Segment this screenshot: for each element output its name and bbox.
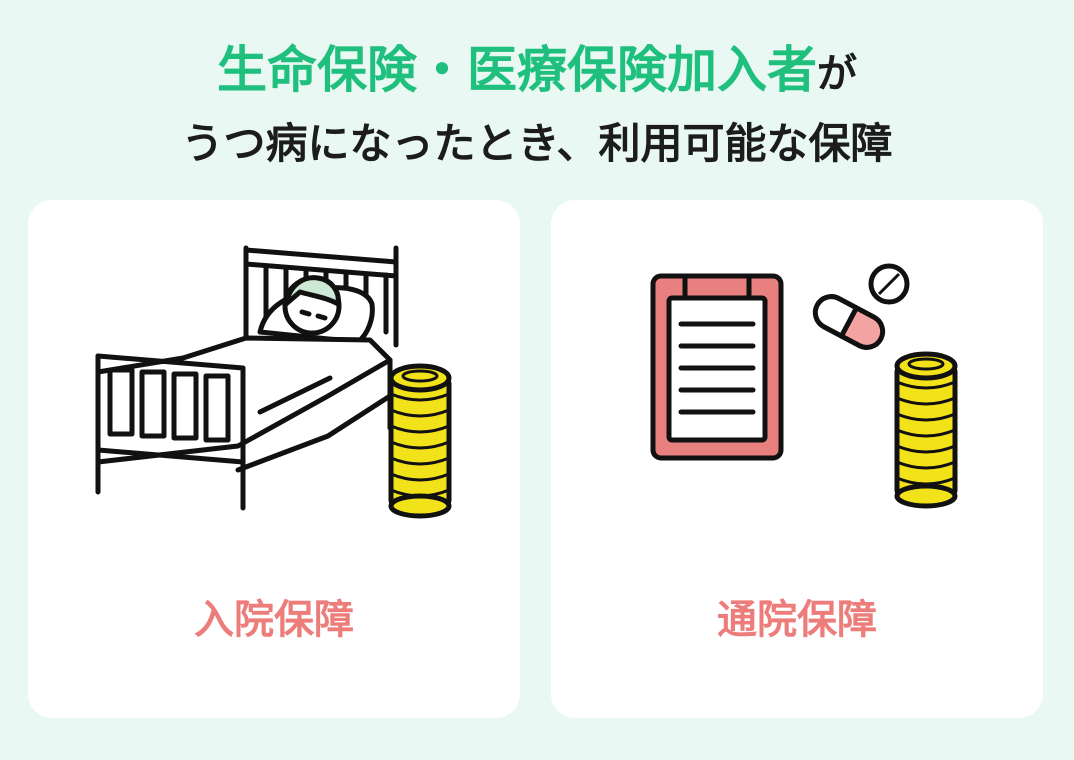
coin-stack-icon (388, 363, 452, 519)
capsule-icon (812, 294, 886, 350)
outpatient-card: 通院保障 (551, 200, 1043, 718)
page-title: 生命保険・医療保険加入者が (0, 38, 1074, 106)
clipboard-icon (650, 273, 784, 461)
outpatient-illustration (650, 263, 958, 509)
title-highlight: 生命保険・医療保険加入者 (217, 41, 817, 99)
pill-tablet-icon (868, 263, 910, 305)
title-suffix: が (817, 51, 857, 97)
hospitalization-card: 入院保障 (28, 200, 520, 718)
outpatient-label: 通院保障 (717, 597, 877, 643)
hospitalization-label: 入院保障 (194, 597, 354, 643)
page-subtitle: うつ病になったとき、利用可能な保障 (181, 119, 893, 168)
coin-stack-icon (894, 351, 958, 509)
hospital-bed-illustration (95, 245, 452, 519)
